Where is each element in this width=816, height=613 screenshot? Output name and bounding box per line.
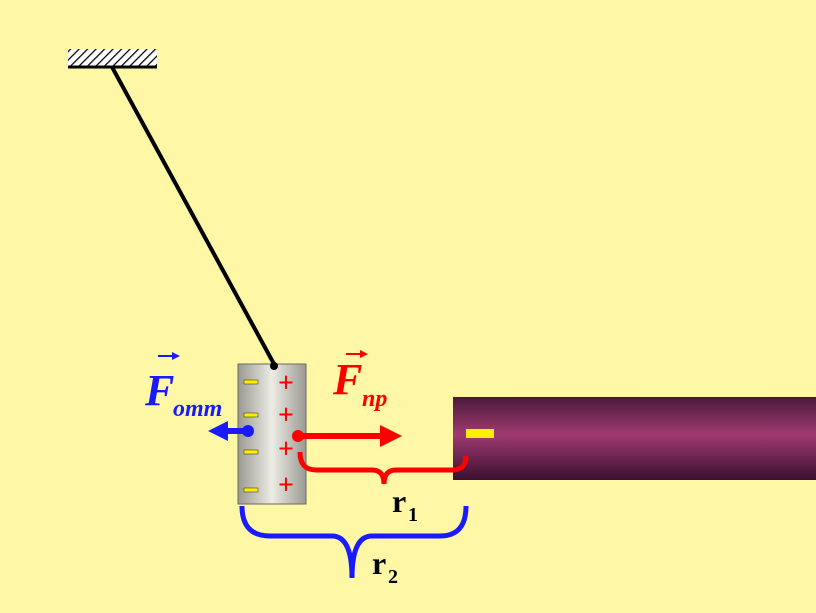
attraction-force-symbol: F (332, 355, 362, 404)
distance-r1-label: r 1 (392, 483, 418, 526)
positive-charge: + (278, 368, 294, 399)
suspension-thread (110, 66, 276, 365)
rod-negative-charge (466, 429, 494, 438)
distance-r2-label: r 2 (372, 545, 398, 588)
repulsion-force-arrow (208, 421, 254, 441)
svg-text:r: r (372, 545, 386, 581)
attraction-force-arrow (292, 425, 402, 447)
svg-text:1: 1 (408, 504, 418, 526)
positive-charge: + (278, 470, 294, 501)
attraction-force-label: F пр (332, 350, 387, 412)
repulsion-force-subscript: отт (173, 396, 222, 422)
thread-attachment-point (270, 362, 278, 370)
svg-text:2: 2 (388, 566, 398, 588)
sleeve-positive-charges: + + + + (278, 368, 294, 501)
negative-charge (243, 449, 259, 455)
svg-text:r: r (392, 483, 406, 519)
negative-charge (243, 412, 259, 418)
negative-charge (243, 379, 259, 385)
repulsion-force-symbol: F (144, 366, 174, 415)
positive-charge: + (278, 434, 294, 465)
sleeve-negative-charges (243, 379, 259, 493)
distance-r1-brace (297, 451, 469, 485)
positive-charge: + (278, 400, 294, 431)
charged-rod (453, 397, 816, 480)
negative-charge (243, 487, 259, 493)
attraction-force-subscript: пр (362, 386, 387, 412)
distance-r2-brace (239, 505, 469, 579)
repulsion-force-label: F отт (144, 352, 222, 422)
ceiling-mount-icon (68, 49, 157, 69)
